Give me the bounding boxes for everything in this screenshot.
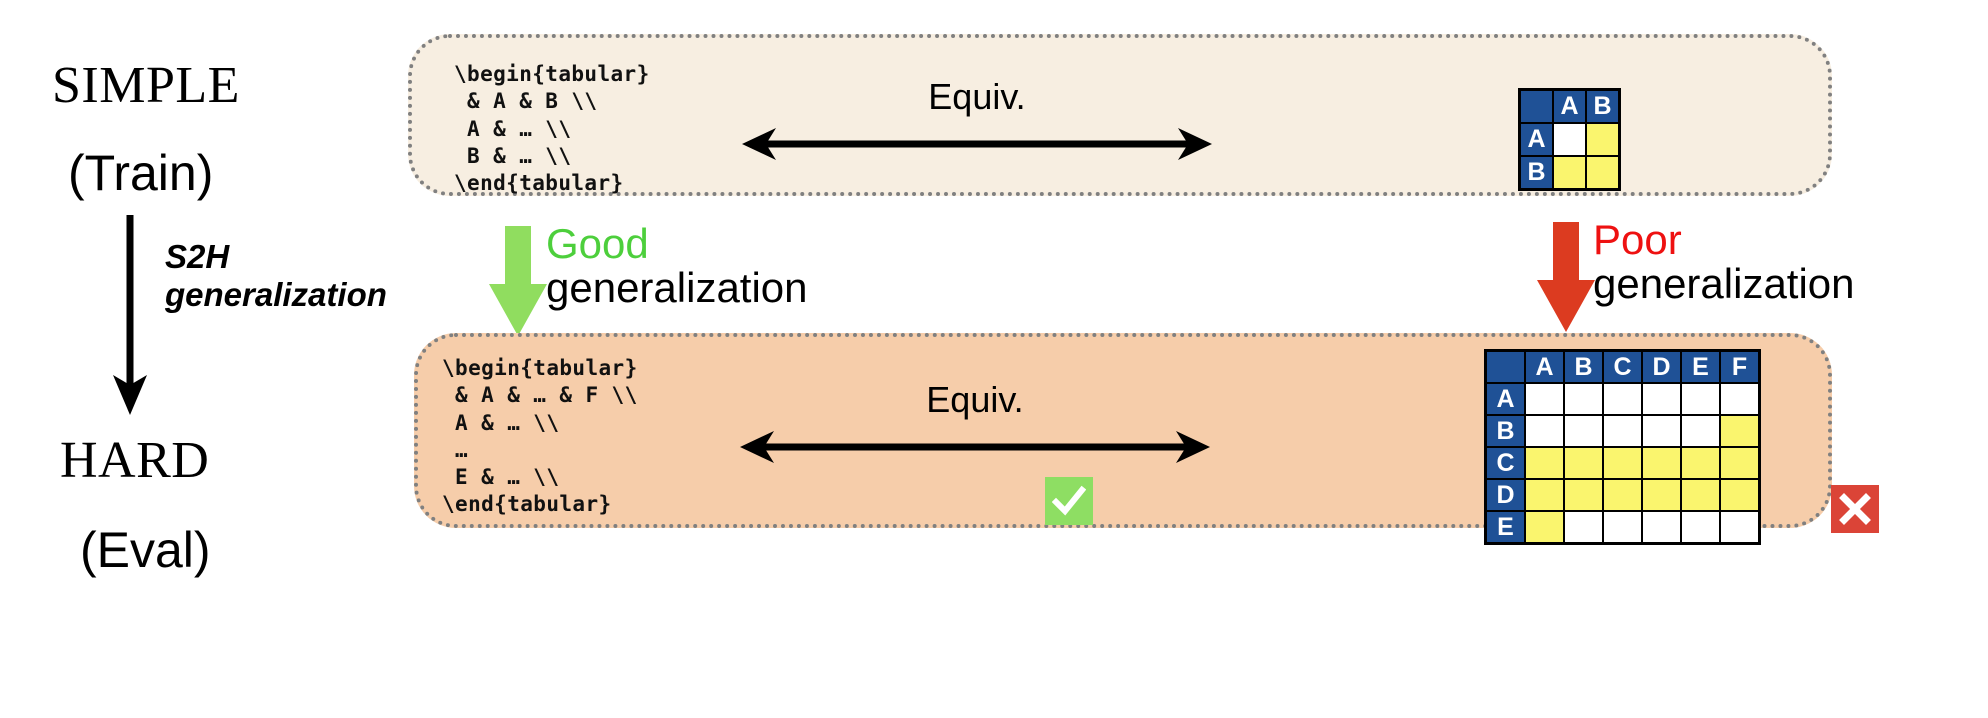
- col-header: E: [1680, 349, 1721, 384]
- equiv-label-simple: Equiv.: [928, 76, 1026, 117]
- table-row: C: [1484, 446, 1761, 480]
- simple-matrix-table: A B A B: [1518, 88, 1621, 191]
- data-cell: [1719, 414, 1761, 448]
- down-arrow-icon: [113, 215, 147, 415]
- down-arrow-icon: [489, 226, 547, 336]
- data-cell: [1563, 446, 1604, 480]
- data-cell: [1602, 414, 1643, 448]
- col-header: A: [1552, 88, 1587, 124]
- data-cell: [1563, 478, 1604, 512]
- data-cell: [1524, 510, 1565, 545]
- data-cell: [1680, 414, 1721, 448]
- row-header: B: [1518, 155, 1554, 191]
- double-headed-arrow-icon: [740, 431, 1210, 463]
- equiv-label-hard: Equiv.: [926, 379, 1024, 420]
- data-cell: [1719, 510, 1761, 545]
- data-cell: [1680, 510, 1721, 545]
- hard-panel: \begin{tabular} & A & … & F \\ A & … \\ …: [414, 333, 1879, 545]
- col-header: B: [1585, 88, 1621, 124]
- check-badge-icon: [1045, 477, 1093, 525]
- down-arrow-icon: [1537, 222, 1595, 332]
- data-cell: [1585, 122, 1621, 157]
- double-headed-arrow-icon: [742, 128, 1212, 160]
- row-header: E: [1484, 510, 1526, 545]
- poor-generalization-label: Poor generalization: [1593, 218, 1855, 305]
- data-cell: [1563, 414, 1604, 448]
- data-cell: [1524, 382, 1565, 416]
- table-row: B: [1518, 155, 1621, 191]
- simple-subtitle: (Train): [68, 145, 214, 201]
- equiv-relation-simple: Equiv.: [742, 76, 1212, 176]
- data-cell: [1585, 155, 1621, 191]
- row-header: A: [1484, 382, 1526, 416]
- data-cell: [1602, 446, 1643, 480]
- table-row: A: [1484, 382, 1761, 416]
- data-cell: [1524, 478, 1565, 512]
- table-header-row: A B C D E F: [1484, 349, 1761, 384]
- data-cell: [1602, 510, 1643, 545]
- table-row: D: [1484, 478, 1761, 512]
- corner-cell: [1484, 349, 1526, 384]
- col-header: A: [1524, 349, 1565, 384]
- data-cell: [1524, 446, 1565, 480]
- col-header: F: [1719, 349, 1761, 384]
- table-row: E: [1484, 510, 1761, 545]
- simple-latex-code: \begin{tabular} & A & B \\ A & … \\ B & …: [454, 62, 650, 196]
- data-cell: [1563, 510, 1604, 545]
- s2h-generalization-caption: S2H generalization: [165, 238, 435, 315]
- simple-title: SIMPLE: [52, 57, 240, 114]
- data-cell: [1641, 446, 1682, 480]
- s2h-caption-line2: generalization: [165, 276, 387, 314]
- table-row: A: [1518, 122, 1621, 157]
- data-cell: [1552, 155, 1587, 191]
- poor-emphasis: Poor: [1593, 216, 1682, 263]
- good-rest: generalization: [546, 263, 808, 311]
- data-cell: [1719, 382, 1761, 416]
- data-cell: [1719, 478, 1761, 512]
- corner-cell: [1518, 88, 1554, 124]
- simple-panel: \begin{tabular} & A & B \\ A & … \\ B & …: [408, 34, 1832, 196]
- col-header: C: [1602, 349, 1643, 384]
- hard-title: HARD: [60, 432, 210, 489]
- data-cell: [1680, 446, 1721, 480]
- good-generalization-label: Good generalization: [546, 222, 808, 309]
- equiv-relation-hard: Equiv.: [740, 379, 1210, 479]
- good-emphasis: Good: [546, 220, 649, 267]
- data-cell: [1641, 414, 1682, 448]
- s2h-caption-line1: S2H: [165, 238, 230, 275]
- row-header: D: [1484, 478, 1526, 512]
- row-header: B: [1484, 414, 1526, 448]
- poor-rest: generalization: [1593, 259, 1855, 307]
- hard-subtitle: (Eval): [80, 522, 211, 578]
- data-cell: [1641, 382, 1682, 416]
- table-row: B: [1484, 414, 1761, 448]
- data-cell: [1563, 382, 1604, 416]
- data-cell: [1641, 510, 1682, 545]
- row-header: C: [1484, 446, 1526, 480]
- cross-badge-icon: [1831, 485, 1879, 533]
- table-header-row: A B: [1518, 88, 1621, 124]
- row-header: A: [1518, 122, 1554, 157]
- col-header: D: [1641, 349, 1682, 384]
- hard-matrix-table: A B C D E F A B: [1484, 349, 1761, 545]
- data-cell: [1641, 478, 1682, 512]
- data-cell: [1602, 382, 1643, 416]
- hard-latex-code: \begin{tabular} & A & … & F \\ A & … \\ …: [442, 356, 638, 517]
- data-cell: [1719, 446, 1761, 480]
- data-cell: [1602, 478, 1643, 512]
- data-cell: [1680, 382, 1721, 416]
- col-header: B: [1563, 349, 1604, 384]
- data-cell: [1552, 122, 1587, 157]
- data-cell: [1680, 478, 1721, 512]
- data-cell: [1524, 414, 1565, 448]
